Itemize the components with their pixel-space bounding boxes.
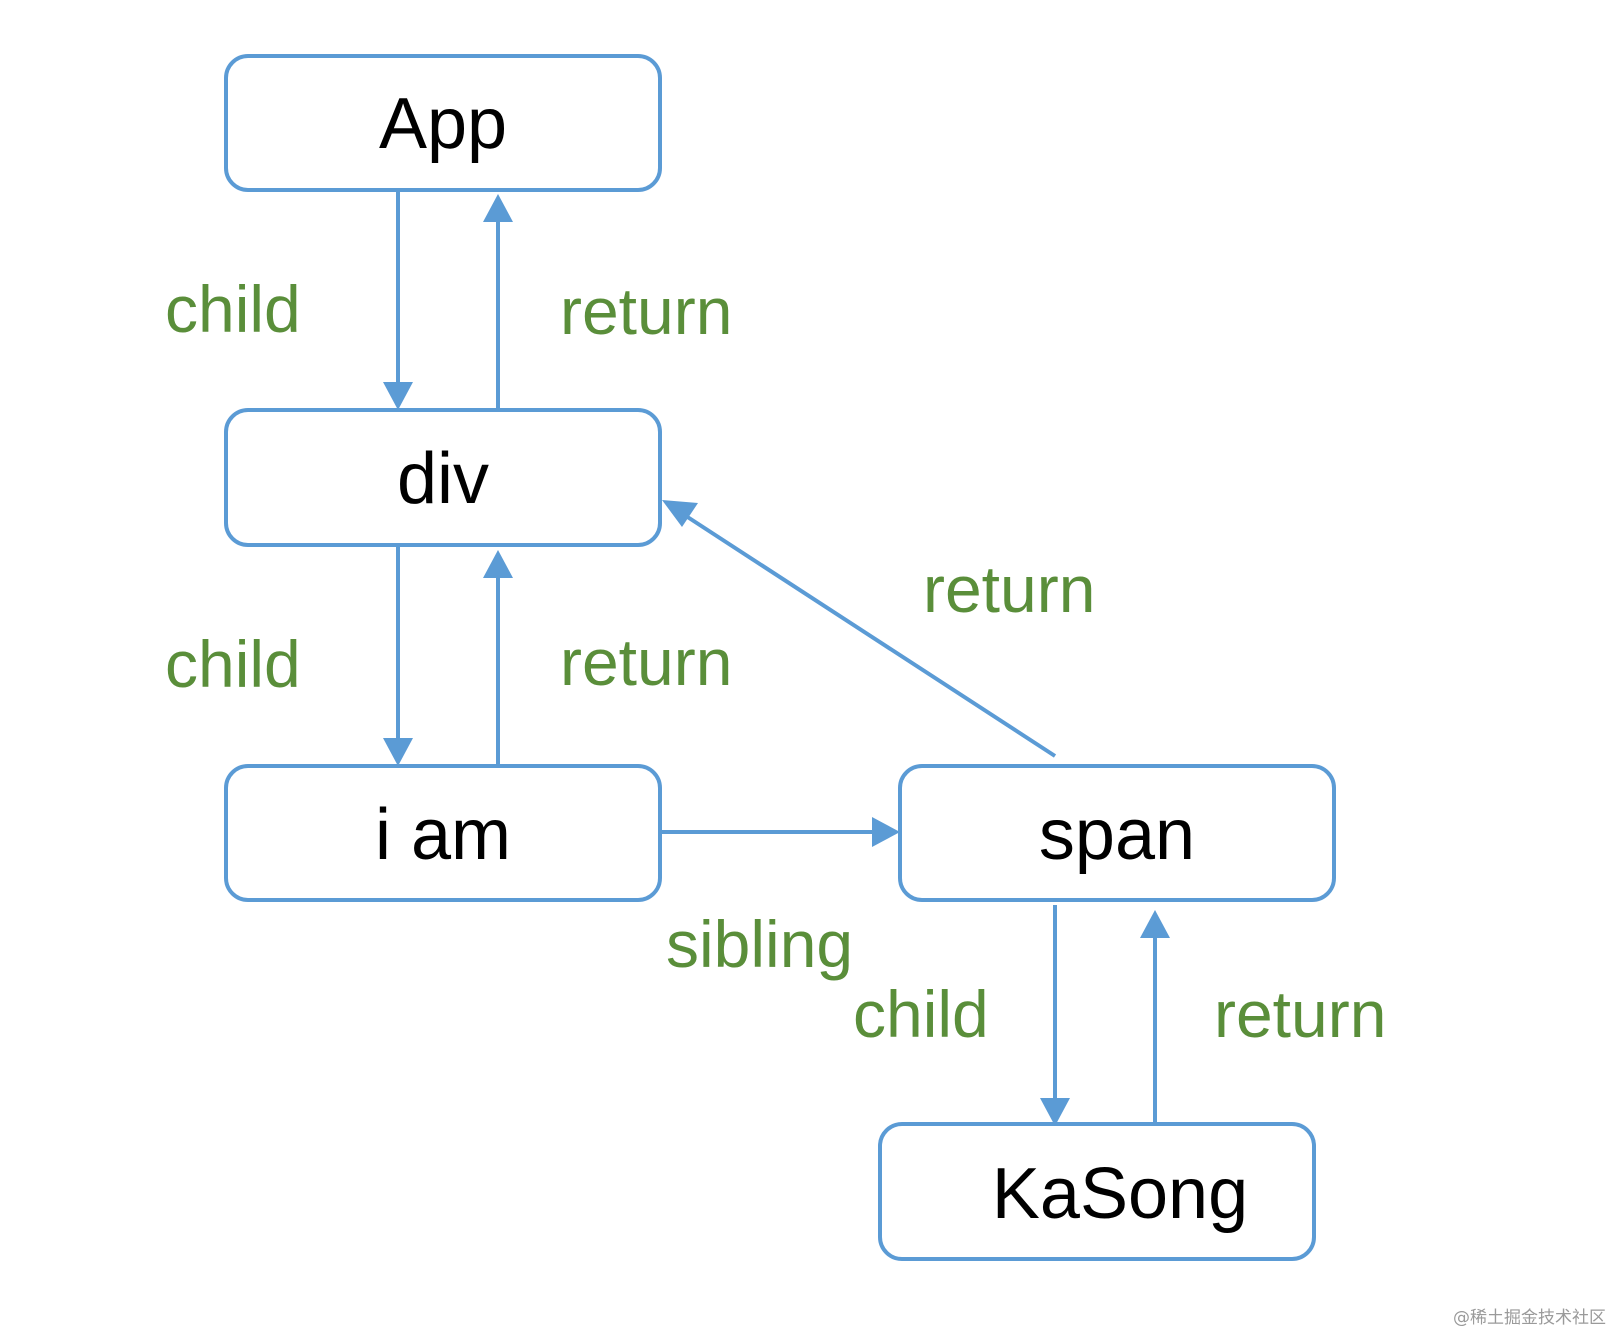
- label-iam-div-return: return: [560, 625, 732, 699]
- node-span-label: span: [1039, 795, 1195, 875]
- label-div-app-return: return: [560, 274, 732, 348]
- node-kasong-label: KaSong: [992, 1154, 1248, 1234]
- edge-div-to-app-return: [483, 194, 513, 410]
- edge-span-to-div-return: [662, 500, 1057, 758]
- label-iam-span-sibling: sibling: [666, 907, 853, 981]
- node-kasong: KaSong: [878, 1122, 1316, 1261]
- label-div-iam-child: child: [165, 627, 301, 701]
- arrowhead-up-icon: [483, 194, 513, 222]
- arrowhead-down-icon: [1040, 1098, 1070, 1126]
- node-iam: i am: [224, 764, 662, 902]
- node-div: div: [224, 408, 662, 547]
- edge-kasong-to-span-return: [1140, 910, 1170, 1124]
- label-app-div-child: child: [165, 272, 301, 346]
- arrowhead-up-icon: [1140, 910, 1170, 938]
- watermark: @稀土掘金技术社区: [1453, 1308, 1606, 1328]
- edge-iam-to-span-sibling: [660, 817, 900, 847]
- node-div-label: div: [397, 439, 489, 519]
- edge-span-to-kasong-child: [1040, 905, 1070, 1126]
- arrowhead-up-icon: [483, 550, 513, 578]
- node-app: App: [224, 54, 662, 192]
- edge-iam-to-div-return: [483, 550, 513, 766]
- label-span-div-return: return: [923, 552, 1095, 626]
- arrowhead-diagonal-icon: [662, 500, 698, 527]
- node-iam-label: i am: [375, 795, 511, 875]
- label-kasong-span-return: return: [1214, 977, 1386, 1051]
- node-span: span: [898, 764, 1336, 902]
- arrowhead-right-icon: [872, 817, 900, 847]
- arrowhead-down-icon: [383, 738, 413, 766]
- edge-div-to-iam-child: [383, 545, 413, 766]
- label-span-kasong-child: child: [853, 977, 989, 1051]
- node-app-label: App: [379, 84, 507, 164]
- arrowhead-down-icon: [383, 382, 413, 410]
- edge-app-to-div-child: [383, 190, 413, 410]
